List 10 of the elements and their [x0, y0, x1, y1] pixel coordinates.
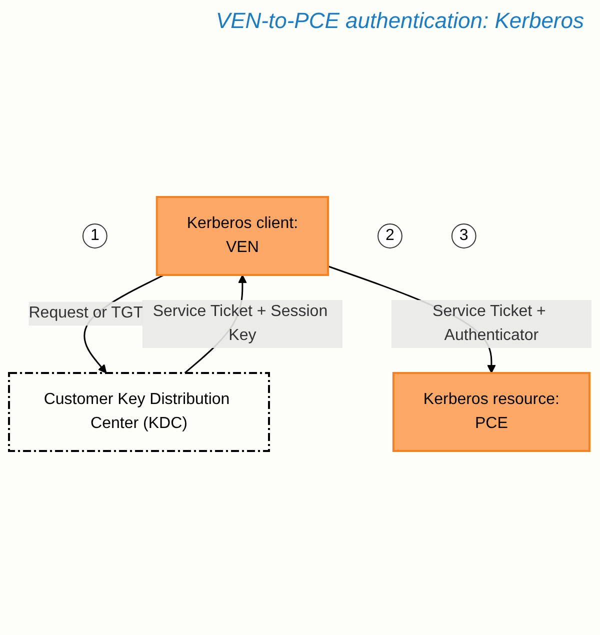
node-circle: 1 — [82, 224, 108, 248]
node-box: Kerberos client: VEN — [156, 196, 329, 276]
edge-label: Service Ticket + Session Key — [152, 302, 328, 344]
node-box: Kerberos resource: PCE — [392, 372, 590, 452]
node-box: Customer Key Distribution Center (KDC) — [8, 372, 270, 452]
node-circle: 2 — [377, 224, 402, 248]
node-circle: 3 — [451, 224, 476, 248]
diagram-title: VEN-to-PCE authentication: Kerberos — [214, 7, 585, 34]
edge-label: Request or TGT — [28, 304, 143, 322]
edge-label: Service Ticket + Authenticator — [432, 302, 546, 344]
